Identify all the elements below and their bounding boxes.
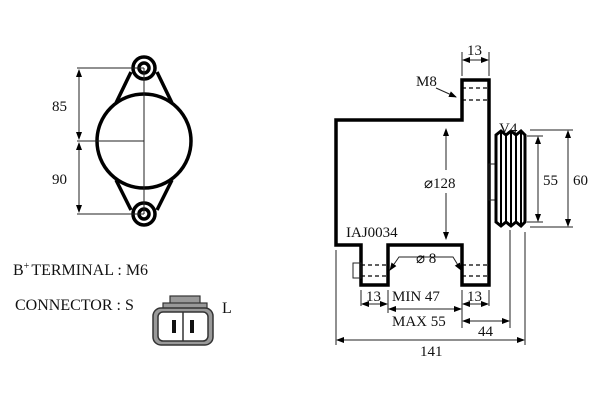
thread-leader xyxy=(435,87,457,98)
dim-upper-label: 85 xyxy=(52,99,67,115)
side-view: 13 M8 ⌀128 V4 55 60 IAJ0034 ⌀ 8 13 MIN 4… xyxy=(334,43,588,360)
center-lines xyxy=(77,67,145,215)
bottom-ext-lines xyxy=(335,230,526,345)
body-outline xyxy=(334,78,491,287)
thread-label: M8 xyxy=(416,74,437,90)
min-spacing-label: MIN 47 xyxy=(392,289,440,305)
top-lug-width-label: 13 xyxy=(467,43,482,59)
lug-right-width-label: 13 xyxy=(467,289,482,305)
terminal-stub xyxy=(352,262,362,279)
pulley-offset-label: 44 xyxy=(478,324,494,340)
ext-lines-top xyxy=(461,52,490,76)
pulley-type-label: V4 xyxy=(499,121,518,137)
pulley-v4 xyxy=(494,128,527,229)
connector-spec: CONNECTOR : S xyxy=(15,297,134,314)
hole-diameter-label: ⌀ 8 xyxy=(416,251,436,267)
pulley-outer-dia-label: 60 xyxy=(573,173,588,189)
connector-icon xyxy=(152,295,214,346)
lug-left-width-label: 13 xyxy=(366,289,381,305)
specs: B+TERMINAL : M6 CONNECTOR : S L xyxy=(13,261,232,346)
dim-hole-spacing-arc xyxy=(389,256,462,271)
mount-ears xyxy=(114,71,174,211)
b-terminal-spec: B+TERMINAL : M6 xyxy=(13,261,148,279)
front-view: 85 90 xyxy=(52,55,193,227)
part-number: IAJ0034 xyxy=(346,225,398,241)
connector-l-label: L xyxy=(222,300,232,317)
total-length-label: 141 xyxy=(420,344,443,360)
pulley-inner-dia-label: 55 xyxy=(543,173,558,189)
dim-lower-label: 90 xyxy=(52,172,67,188)
body-diameter-label: ⌀128 xyxy=(424,176,456,192)
max-spacing-label: MAX 55 xyxy=(392,314,446,330)
